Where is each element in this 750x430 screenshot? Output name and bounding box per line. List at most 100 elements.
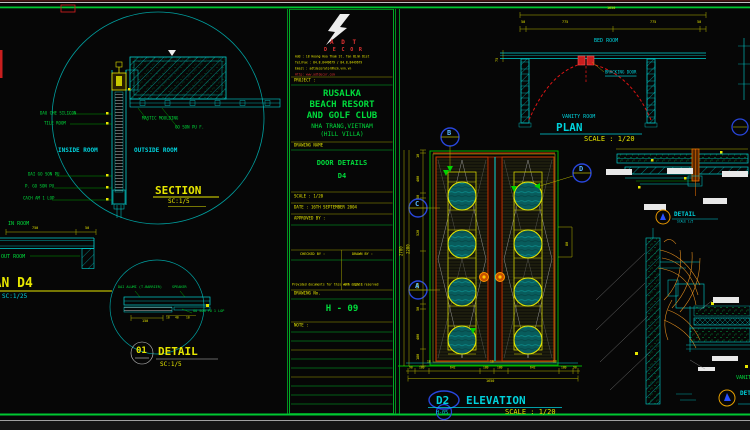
plan-d4-scale: SC:1/25 <box>2 293 28 300</box>
lightning-logo <box>326 14 350 45</box>
dim-label: 10 <box>166 316 170 320</box>
project-name: NHA TRANG,VIETNAM <box>311 123 373 130</box>
dim-label: 10 <box>427 360 431 364</box>
dim-label: 75 <box>495 57 500 62</box>
section-detail-drawing <box>51 11 281 225</box>
door-swing-label: BRACKING DOOR <box>605 70 637 77</box>
left-plan-fragment <box>0 229 112 292</box>
dim-label: 400 <box>416 333 421 340</box>
dim-label: 2780 <box>399 246 405 256</box>
section-title: SECTION <box>155 184 202 197</box>
dim-label: 400 <box>416 175 421 182</box>
drawing-no-label: DRAWING No. <box>294 291 321 297</box>
drawing-name: DOOR DETAILS <box>316 159 368 167</box>
logo-text: D E C O R <box>324 46 364 53</box>
detail-b-title: DETAIL <box>740 390 750 397</box>
dim-label: 180 <box>419 366 425 370</box>
dim-label: 80 <box>565 241 570 246</box>
door-handles <box>479 272 505 282</box>
dim-label: 1650 <box>607 6 616 11</box>
title-block-frame <box>289 9 394 414</box>
detail01-scale: SC:1/5 <box>160 361 182 368</box>
detail01-label: GO SON PU 1 LOP <box>193 309 225 314</box>
project-name: (HILL VILLA) <box>320 131 364 138</box>
plan-drawing <box>500 12 750 136</box>
note-label: NOTE : <box>294 323 309 329</box>
inside-room-label: INSIDE ROOM <box>58 147 98 154</box>
dim-label: 775 <box>650 20 657 25</box>
dim-label: 1650 <box>486 379 495 384</box>
dim-label: 180 <box>483 366 489 370</box>
detail01-label: SPEAKER <box>172 285 187 290</box>
detail-a-scale: SCALE 1/5 <box>677 220 694 224</box>
plan-scale: SCALE : 1/20 <box>584 135 635 143</box>
elevation-tag: D2 <box>436 394 450 407</box>
scale-row: SCALE : 1/20 <box>294 194 324 200</box>
logo-text: A D T <box>330 39 359 46</box>
bed-room-label: BED ROOM <box>594 37 619 44</box>
outside-room-label: OUTSIDE ROOM <box>134 147 178 154</box>
section-scale: SC:1/5 <box>168 198 190 205</box>
callout-b: B <box>447 129 452 137</box>
dim-label: 50 <box>697 20 702 25</box>
dim-label: 520 <box>416 229 421 236</box>
checked-by-label: CHECKED BY : <box>300 251 326 256</box>
section-label: P. GO SON PU <box>25 184 55 190</box>
detail-b-label: VANITY <box>736 374 750 381</box>
dim-label: 10 <box>186 316 190 320</box>
dim-label: 50 <box>521 20 526 25</box>
elevation-dims <box>403 149 580 382</box>
drawing-name: D4 <box>337 172 347 180</box>
dim-label: 180 <box>497 366 503 370</box>
detail-a-title: DETAIL <box>674 211 696 218</box>
elevation-sheet-no: H-05 <box>436 409 449 416</box>
dim-label: 90 <box>409 366 413 370</box>
detail01-number: 01 <box>136 346 147 356</box>
project-name: RUSALKA <box>323 89 361 99</box>
dim-label: 50 <box>85 226 90 231</box>
dim-label: 775 <box>562 20 569 25</box>
dim-label: 10 <box>553 360 557 364</box>
address-line: Email : adtdecorator@hcm.vnn.vn <box>295 67 352 71</box>
dim-label: 10 <box>490 360 494 364</box>
door-glass-circles <box>447 181 543 355</box>
section-label: DAI GO SON PU <box>28 172 60 178</box>
elevation-drawing <box>398 127 592 421</box>
wood-grain <box>657 239 701 349</box>
dim-label: 2280 <box>406 244 412 254</box>
vanity-room-label: VANITY ROOM <box>562 113 596 120</box>
detail01-label: DAI ALUMI (T.BARRIER) <box>118 285 162 290</box>
section-label: CACH AM 1 LOP <box>23 196 55 202</box>
checked-note: Provided documents for this work only 1 <box>292 283 363 287</box>
dim-label: 180 <box>561 366 567 370</box>
detail-01-drawing <box>109 259 218 365</box>
plan-d4-title: PLAN D4 <box>0 276 33 291</box>
dim-label: 10 <box>416 153 421 158</box>
drawing-name-label: DRAWING NAME <box>294 143 324 149</box>
drawing-no: H - 09 <box>325 304 359 314</box>
project-name: AND GOLF CLUB <box>306 111 378 121</box>
address-line: Add : 18 Hoang Hoa Tham St. Tan Binh Dis… <box>295 55 370 59</box>
dim-label: 750 <box>32 226 39 231</box>
section-label: MASTIC MOULDING <box>142 116 179 122</box>
dim-label: 180 <box>416 353 421 360</box>
in-room-label: IN ROOM <box>8 220 30 227</box>
detail01-title: DETAIL <box>158 345 198 358</box>
section-label: GO SON PU F. <box>175 125 205 131</box>
callout-c: C <box>415 200 420 208</box>
drawn-by-label: DRAWN BY : <box>352 251 373 256</box>
dim-label: 642 <box>450 366 456 370</box>
dim-label: 50 <box>416 306 421 311</box>
dim-label: 50 <box>416 194 421 199</box>
drawn-note: All rights reserved <box>344 283 379 287</box>
callout-d: D <box>579 165 584 173</box>
dim-label: 150 <box>142 319 149 324</box>
date-row: DATE : 16TH SEPTEMBER 2004 <box>294 205 357 211</box>
elevation-title: ELEVATION <box>466 394 526 407</box>
project-name: BEACH RESORT <box>309 100 375 110</box>
dim-label: 40 <box>175 316 179 320</box>
website-line: Http: www.adtdecor.com <box>295 72 335 77</box>
